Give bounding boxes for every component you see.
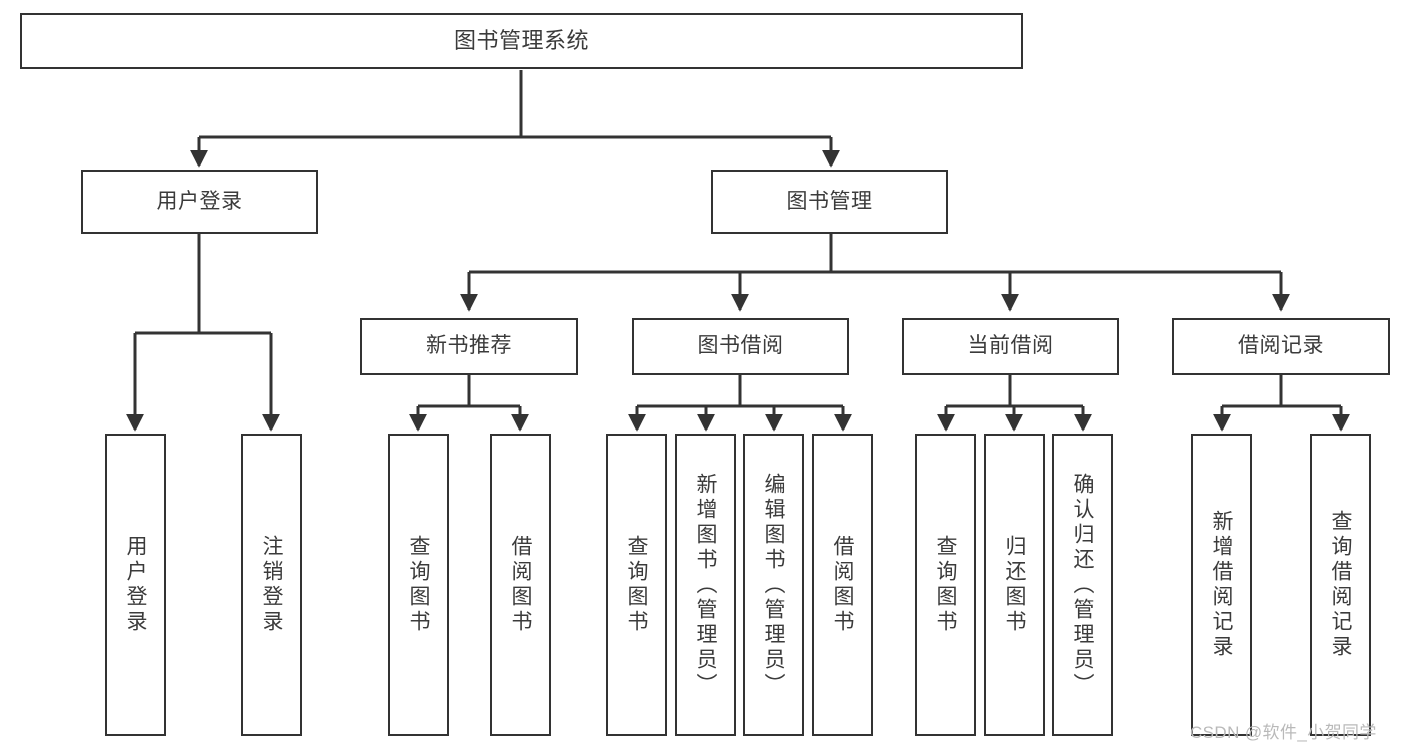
node-leaf-add-book-label: 新增图书（管理员） <box>694 472 717 698</box>
node-leaf-edit-book[interactable]: 编辑图书（管理员） <box>743 434 804 736</box>
node-borrow-record[interactable]: 借阅记录 <box>1172 318 1390 375</box>
node-leaf-return-book[interactable]: 归还图书 <box>984 434 1045 736</box>
node-leaf-query-book-2-label: 查询图书 <box>625 535 648 635</box>
node-leaf-add-book[interactable]: 新增图书（管理员） <box>675 434 736 736</box>
node-leaf-borrow-book-1-label: 借阅图书 <box>509 535 532 635</box>
node-leaf-user-logout[interactable]: 注销登录 <box>241 434 302 736</box>
node-leaf-query-record-label: 查询借阅记录 <box>1329 510 1352 660</box>
node-current-borrow-label: 当前借阅 <box>967 334 1054 358</box>
node-leaf-user-login-label: 用户登录 <box>124 535 147 635</box>
node-leaf-query-book-1-label: 查询图书 <box>407 535 430 635</box>
node-leaf-query-book-3[interactable]: 查询图书 <box>915 434 976 736</box>
node-user-login[interactable]: 用户登录 <box>81 170 318 234</box>
node-root-label: 图书管理系统 <box>453 28 589 54</box>
node-borrow-record-label: 借阅记录 <box>1238 334 1324 358</box>
node-leaf-borrow-book-2-label: 借阅图书 <box>831 535 854 635</box>
node-book-borrow[interactable]: 图书借阅 <box>632 318 849 375</box>
node-leaf-edit-book-label: 编辑图书（管理员） <box>762 472 785 698</box>
node-leaf-borrow-book-2[interactable]: 借阅图书 <box>812 434 873 736</box>
node-leaf-confirm-return-label: 确认归还（管理员） <box>1071 472 1094 698</box>
node-new-book-recommend-label: 新书推荐 <box>426 334 512 358</box>
node-leaf-borrow-book-1[interactable]: 借阅图书 <box>490 434 551 736</box>
csdn-watermark: CSDN @软件_小贺同学 <box>1190 723 1377 742</box>
node-leaf-user-logout-label: 注销登录 <box>260 535 283 635</box>
node-leaf-user-login[interactable]: 用户登录 <box>105 434 166 736</box>
node-root[interactable]: 图书管理系统 <box>20 13 1023 69</box>
node-leaf-query-book-3-label: 查询图书 <box>934 535 957 635</box>
node-leaf-add-record[interactable]: 新增借阅记录 <box>1191 434 1252 736</box>
node-leaf-query-book-2[interactable]: 查询图书 <box>606 434 667 736</box>
node-leaf-confirm-return[interactable]: 确认归还（管理员） <box>1052 434 1113 736</box>
node-current-borrow[interactable]: 当前借阅 <box>902 318 1119 375</box>
node-user-login-label: 用户登录 <box>156 189 243 213</box>
node-book-manage-label: 图书管理 <box>786 189 873 213</box>
node-leaf-query-book-1[interactable]: 查询图书 <box>388 434 449 736</box>
node-leaf-return-book-label: 归还图书 <box>1003 535 1026 635</box>
node-leaf-add-record-label: 新增借阅记录 <box>1210 510 1233 660</box>
node-leaf-query-record[interactable]: 查询借阅记录 <box>1310 434 1371 736</box>
node-book-borrow-label: 图书借阅 <box>697 334 784 358</box>
node-new-book-recommend[interactable]: 新书推荐 <box>360 318 578 375</box>
node-book-manage[interactable]: 图书管理 <box>711 170 948 234</box>
